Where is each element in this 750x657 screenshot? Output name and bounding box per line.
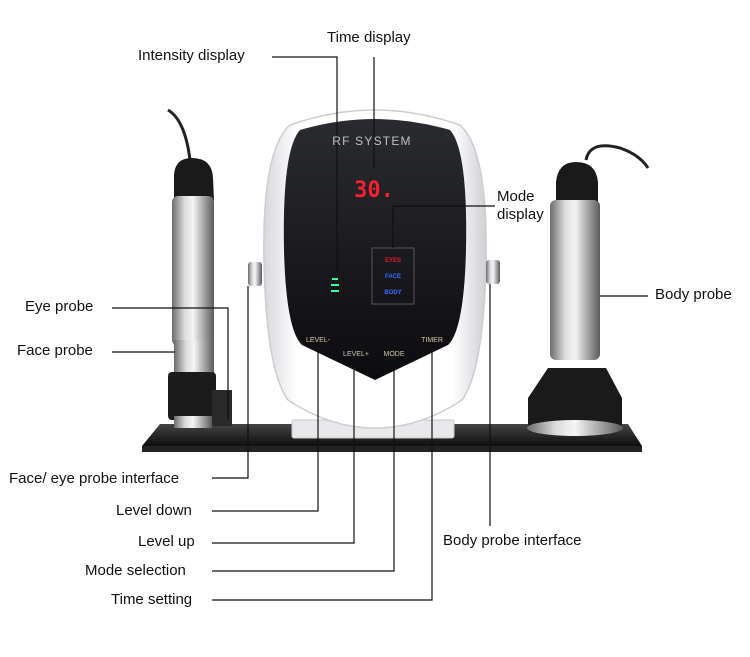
body-port (486, 260, 500, 284)
button-labels: LEVEL- LEVEL+ MODE TIMER (306, 337, 443, 358)
right-handpiece (527, 144, 650, 436)
button-mode: MODE (384, 351, 405, 358)
face-probe-label: Face probe (17, 342, 93, 359)
body-probe-label: Body probe (655, 286, 732, 303)
level-up-label: Level up (138, 533, 195, 550)
level-down-label: Level down (116, 502, 192, 519)
face-eye-interface-label: Face/ eye probe interface (9, 470, 180, 487)
face-eye-port (248, 262, 262, 286)
button-level: LEVEL+ (343, 351, 369, 358)
time-readout: 30. (354, 178, 394, 203)
eye-probe-label: Eye probe (25, 298, 94, 315)
mode-list: EYES FACE BODY (384, 258, 401, 296)
button-timer: TIMER (421, 337, 443, 344)
body-probe-interface-label: Body probe interface (443, 532, 582, 549)
mode-item-body: BODY (384, 290, 401, 296)
left-handpiece (167, 108, 232, 428)
time-display-label: Time display (327, 29, 411, 46)
intensity-leds (331, 278, 339, 292)
callout-lines (112, 56, 648, 601)
mode-item-face: FACE (385, 274, 401, 280)
time-setting-label: Time setting (111, 591, 193, 608)
main-unit (248, 109, 500, 439)
mode-selection-label: Mode selection (85, 562, 186, 579)
mode-item-eyes: EYES (385, 258, 401, 264)
button-level: LEVEL- (306, 337, 331, 344)
intensity-display-label: Intensity display (138, 47, 245, 64)
brand-text: RF SYSTEM (332, 134, 411, 148)
mode-display-label: Mode display (497, 188, 544, 223)
